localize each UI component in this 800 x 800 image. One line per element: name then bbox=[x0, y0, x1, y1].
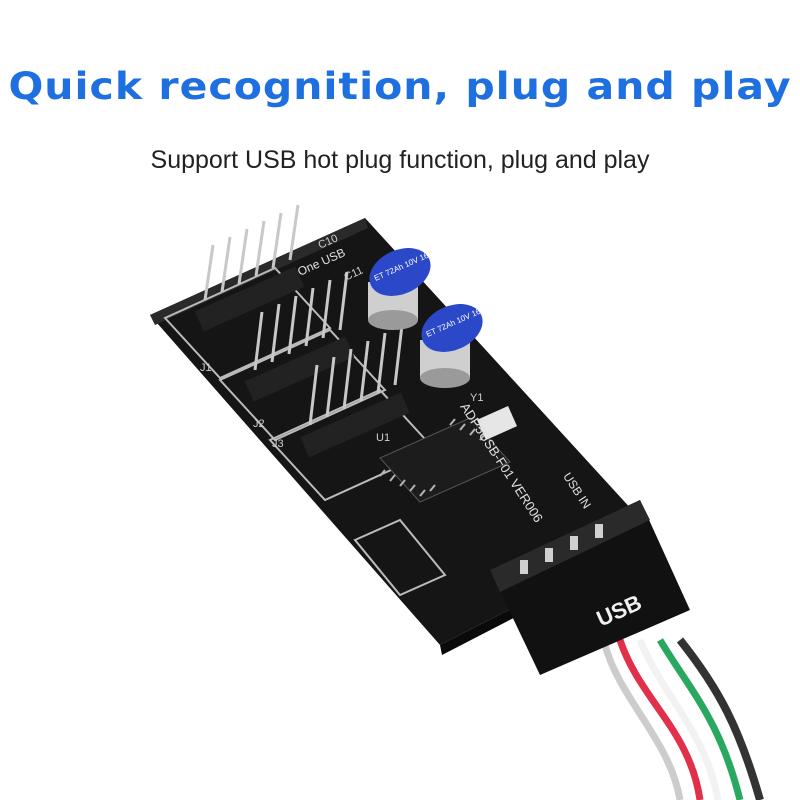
crystal-y1 bbox=[476, 406, 518, 440]
pin-header-j1 bbox=[194, 204, 305, 332]
pin-header-j3 bbox=[300, 324, 410, 458]
label-y1: Y1 bbox=[470, 392, 484, 404]
label-j3: J3 bbox=[272, 438, 284, 450]
headline: Quick recognition, plug and play bbox=[8, 63, 792, 109]
label-u1: U1 bbox=[376, 432, 391, 444]
cable-bundle bbox=[601, 637, 764, 800]
usb-plug bbox=[490, 500, 690, 675]
capacitor-2 bbox=[420, 304, 483, 388]
capacitor-1 bbox=[368, 248, 431, 330]
pin-header-j2 bbox=[244, 271, 355, 402]
subline: Support USB hot plug function, plug and … bbox=[150, 146, 650, 174]
label-j2: J2 bbox=[253, 418, 265, 430]
label-j1: J1 bbox=[200, 362, 212, 374]
